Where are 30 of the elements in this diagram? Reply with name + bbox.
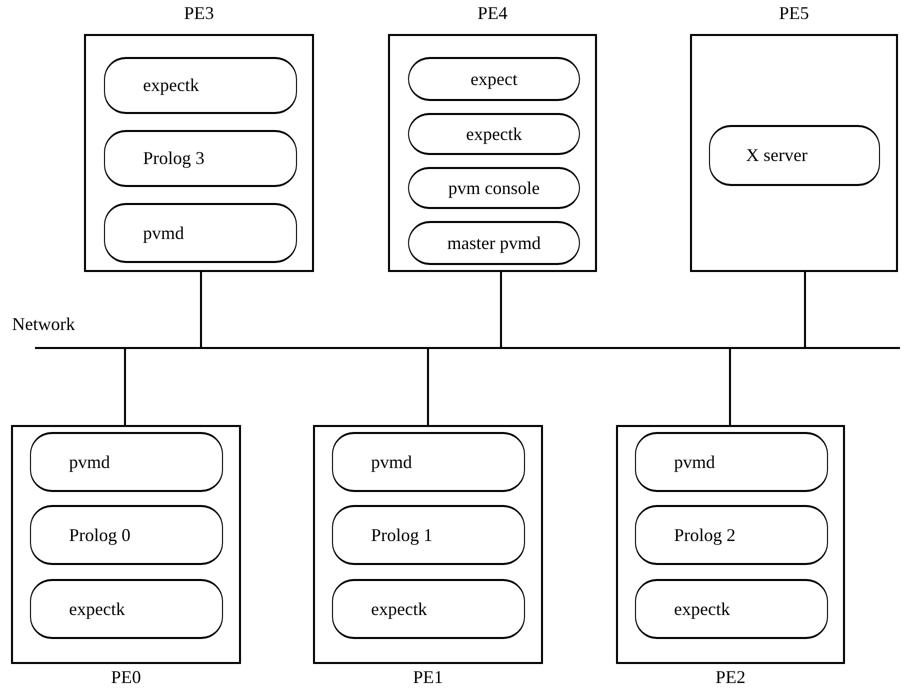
network-connector-line	[729, 348, 731, 425]
process-pill: pvm console	[408, 167, 580, 209]
process-pill: expectk	[30, 579, 223, 639]
process-pill: master pvmd	[408, 221, 580, 265]
process-pill: pvmd	[30, 432, 223, 492]
process-pill: expectk	[408, 113, 580, 155]
process-pill: expect	[408, 57, 580, 101]
network-connector-line	[124, 348, 126, 425]
machine-heading: PE1	[412, 667, 444, 689]
network-connector-line	[804, 272, 806, 348]
machine-heading: PE5	[778, 3, 810, 25]
machine-heading: PE3	[182, 3, 215, 25]
process-pill: Prolog 1	[332, 505, 525, 565]
process-pill: X server	[709, 125, 880, 186]
network-label: Network	[12, 314, 75, 335]
process-pill: Prolog 2	[635, 505, 828, 565]
process-pill: pvmd	[332, 432, 525, 492]
network-connector-line	[200, 272, 202, 348]
machine-heading: PE0	[110, 667, 142, 689]
machine-heading: PE2	[714, 667, 746, 689]
network-connector-line	[500, 272, 502, 348]
process-pill: expectk	[104, 57, 297, 114]
process-pill: expectk	[635, 579, 828, 639]
network-connector-line	[427, 348, 429, 425]
process-pill: expectk	[332, 579, 525, 639]
process-pill: Prolog 0	[30, 505, 223, 565]
process-pill: Prolog 3	[104, 130, 297, 187]
machine-heading: PE4	[476, 3, 508, 25]
process-pill: pvmd	[104, 203, 297, 263]
process-pill: pvmd	[635, 432, 828, 492]
